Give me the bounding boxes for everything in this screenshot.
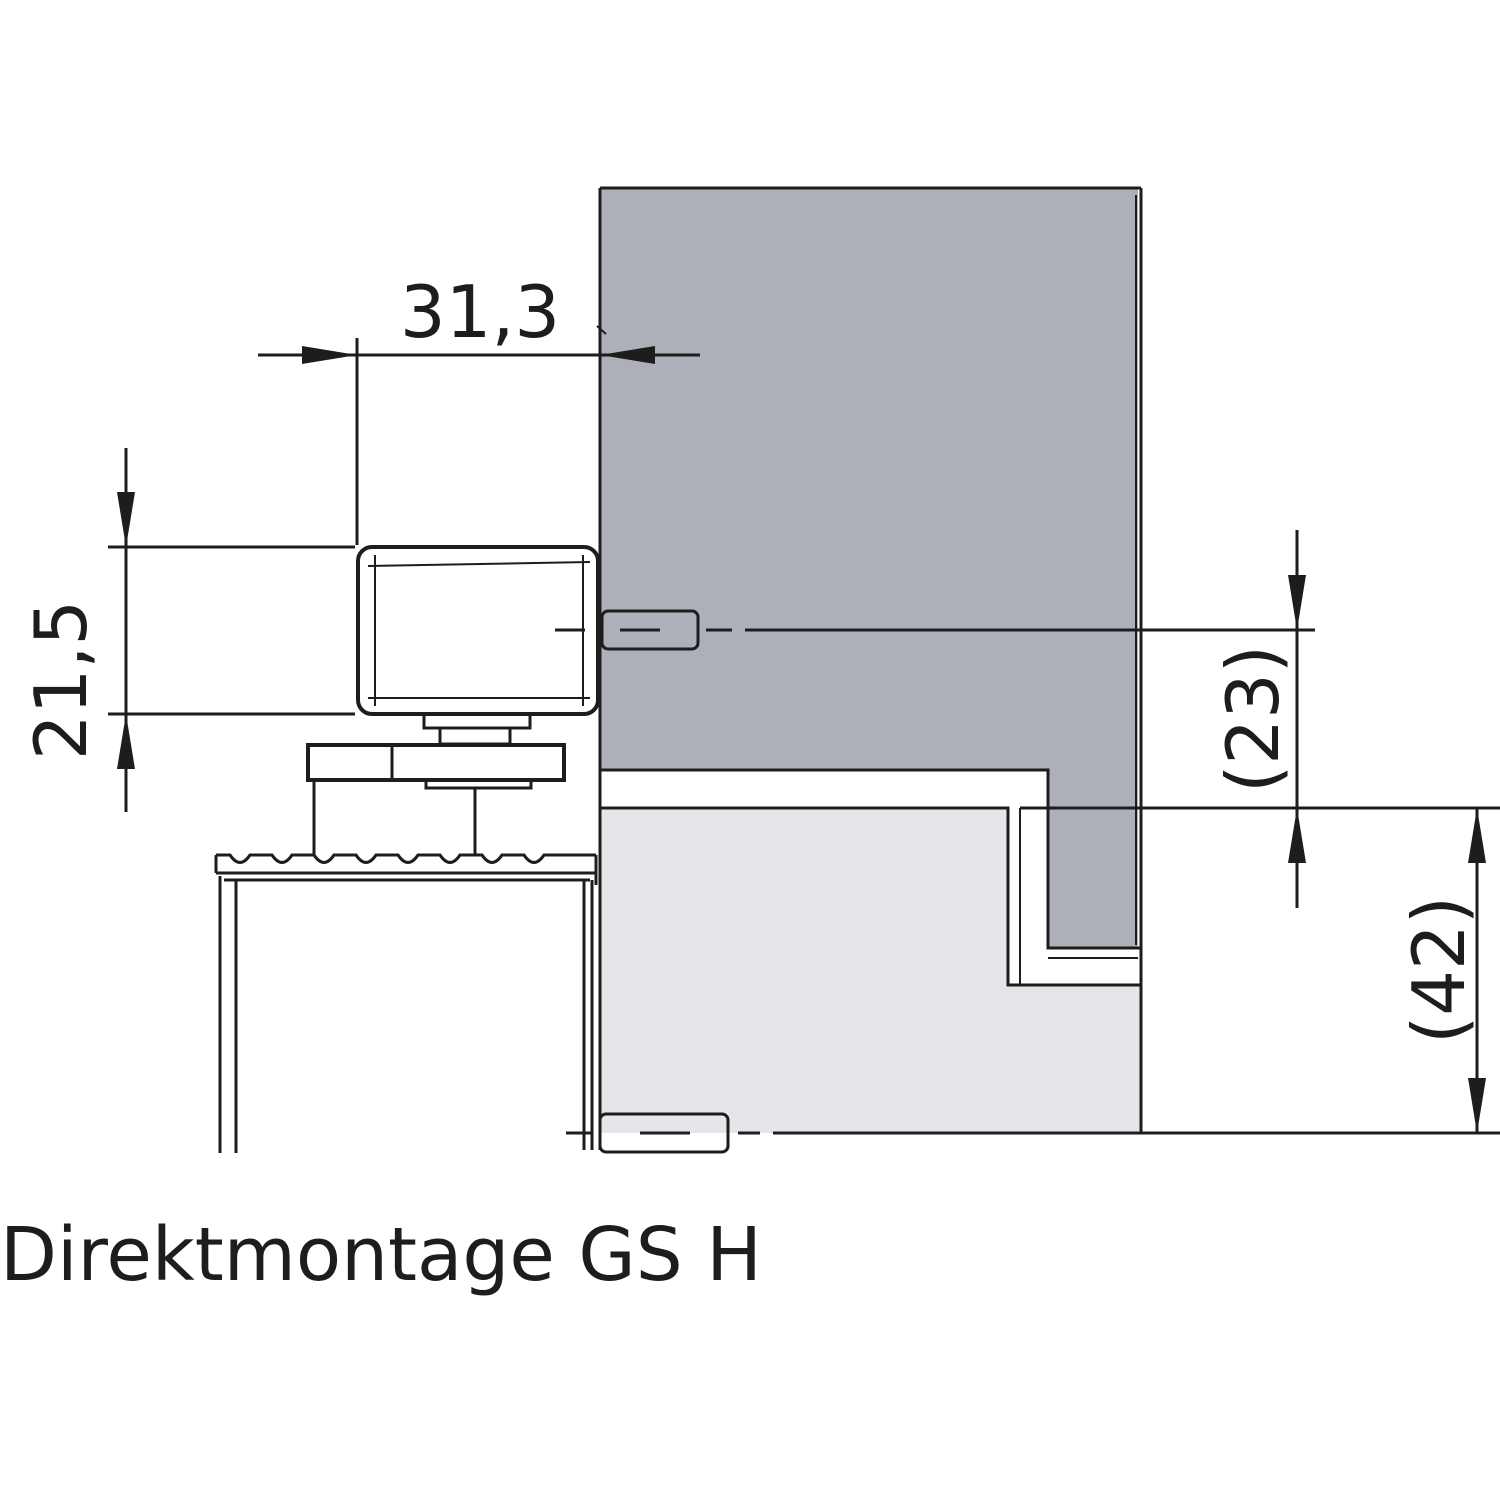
lower-panel-step-fill: [1008, 985, 1140, 1133]
lower-panel-fill: [600, 808, 1008, 1133]
arrow-down-icon: [1468, 1078, 1486, 1133]
carcase-side-wall: [218, 876, 594, 1153]
upper-fixing-pin: [600, 609, 700, 651]
dimension-height-left-label: 21,5: [19, 600, 103, 760]
dimension-height-right-upper-label: (23): [1211, 645, 1295, 793]
dimension-height-right-lower: (42): [1397, 808, 1486, 1133]
arrow-right-icon: [302, 346, 357, 364]
dimension-height-right-upper: (23): [1211, 530, 1306, 908]
reference-lines: [555, 628, 1500, 1135]
dimension-width-top: 31,3: [258, 270, 700, 545]
arrow-up-icon: [1288, 808, 1306, 863]
arrow-down-icon: [1288, 575, 1306, 630]
arrow-up-icon: [1468, 808, 1486, 863]
toothed-rail: [214, 853, 598, 885]
dimension-height-right-lower-label: (42): [1397, 896, 1481, 1044]
lower-fixing-pin: [598, 1112, 730, 1154]
upper-panel: [600, 188, 1138, 948]
arrow-up-icon: [117, 714, 135, 769]
arrow-down-icon: [117, 492, 135, 547]
upper-panel-tab-fill: [1048, 770, 1138, 948]
upper-panel-fill: [600, 188, 1138, 770]
arrow-left-icon: [600, 346, 655, 364]
dimension-width-top-label: 31,3: [400, 270, 560, 354]
mounting-plate: [306, 712, 566, 855]
dimension-height-left: 21,5: [19, 448, 355, 812]
lower-panel: [600, 808, 1140, 1133]
drawing-caption: Direktmontage GS H: [0, 1212, 762, 1298]
